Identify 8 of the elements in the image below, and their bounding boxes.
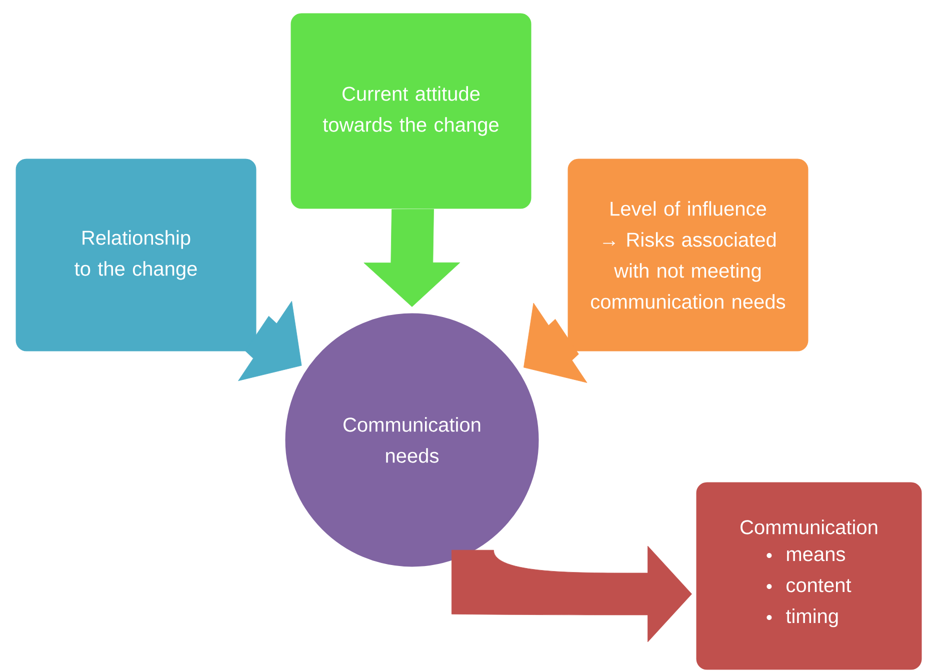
block-arrow (524, 302, 588, 383)
process-box: Current attitude towards the change (288, 10, 534, 212)
block-arrow (238, 300, 302, 382)
process-box: Relationship to the change (13, 156, 259, 354)
block-arrow (364, 208, 460, 307)
block-arrow (451, 546, 692, 642)
process-box: Level of influence → Risks associated with not meeting communication needs (565, 156, 811, 354)
output-box: Communication means content timing (694, 480, 924, 671)
